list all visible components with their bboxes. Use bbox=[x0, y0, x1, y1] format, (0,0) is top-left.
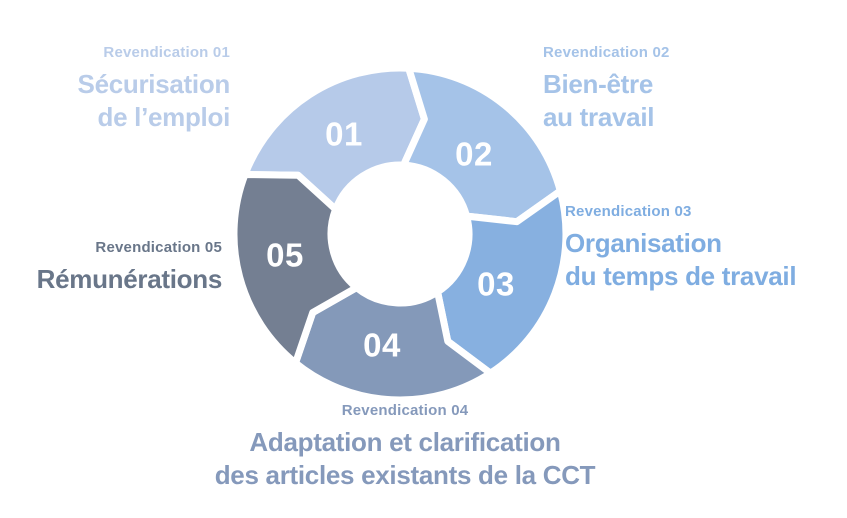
segment-03-number: 03 bbox=[477, 266, 515, 303]
segment-05-number: 05 bbox=[266, 237, 304, 274]
segment-02-number: 02 bbox=[455, 136, 493, 173]
label-revendication-01: Revendication 01 Sécurisation de l’emplo… bbox=[77, 44, 231, 134]
label-03-title: Organisation du temps de travail bbox=[565, 228, 797, 292]
segment-05-shape bbox=[230, 171, 361, 367]
segment-01-number: 01 bbox=[325, 116, 363, 153]
label-05-title: Rémunérations bbox=[36, 264, 223, 294]
label-04-title: Adaptation et clarification des articles… bbox=[214, 427, 596, 491]
label-05-eyebrow: Revendication 05 bbox=[95, 239, 222, 256]
label-01-title: Sécurisation de l’emploi bbox=[77, 69, 231, 133]
segment-02-shape bbox=[400, 64, 564, 226]
label-02-eyebrow: Revendication 02 bbox=[543, 44, 670, 61]
segment-03-shape bbox=[434, 187, 570, 377]
label-01-eyebrow: Revendication 01 bbox=[103, 44, 230, 61]
label-revendication-03: Revendication 03 Organisation du temps d… bbox=[565, 203, 797, 293]
label-04-eyebrow: Revendication 04 bbox=[341, 402, 469, 419]
label-revendication-05: Revendication 05 Rémunérations bbox=[36, 239, 223, 296]
label-revendication-02: Revendication 02 Bien-être au travail bbox=[543, 44, 670, 134]
segment-04-number: 04 bbox=[363, 327, 401, 364]
label-revendication-04: Revendication 04 Adaptation et clarifica… bbox=[145, 402, 665, 492]
label-03-eyebrow: Revendication 03 bbox=[565, 203, 692, 220]
segment-04-shape bbox=[292, 284, 494, 404]
label-02-title: Bien-être au travail bbox=[543, 69, 655, 133]
